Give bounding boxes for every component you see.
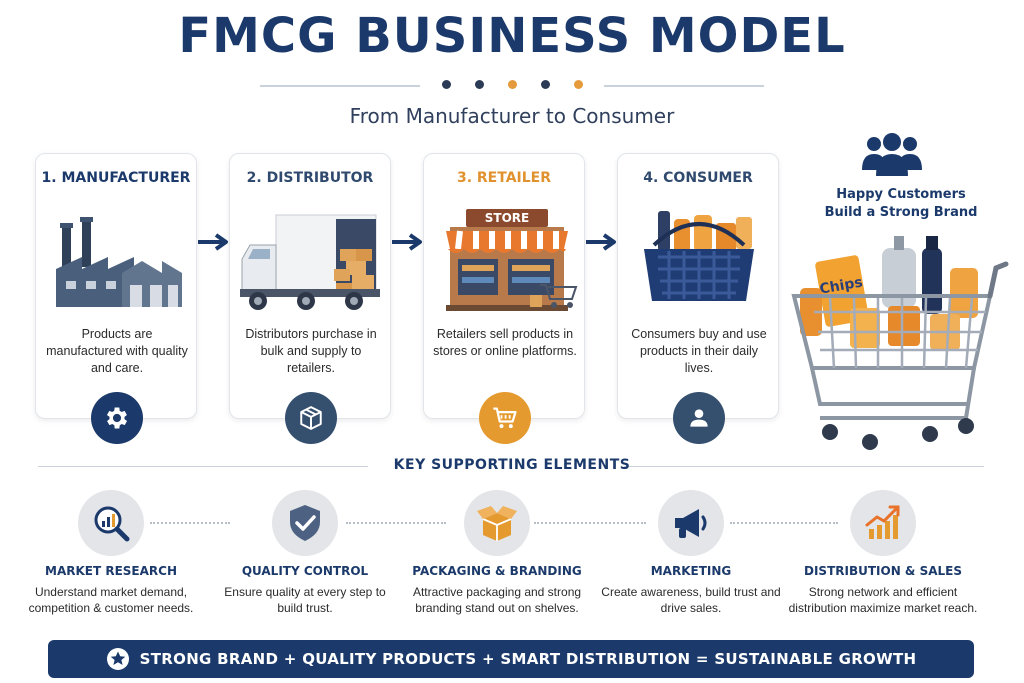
step-description: Products are manufactured with quality a…	[46, 327, 188, 375]
step-title: 2. DISTRIBUTOR	[246, 170, 374, 186]
element-description: Create awareness, build trust and drive …	[601, 585, 781, 615]
arrow-right-icon	[198, 233, 228, 251]
connector-line	[150, 522, 230, 524]
step-description: Consumers buy and use products in their …	[631, 327, 767, 375]
shopping-basket-icon	[644, 211, 754, 301]
element-description: Ensure quality at every step to build tr…	[224, 585, 386, 615]
store-icon: STORE	[446, 209, 578, 311]
page-subtitle: From Manufacturer to Consumer	[349, 104, 675, 128]
truck-icon	[240, 214, 380, 310]
connector-line	[346, 522, 446, 524]
summary-banner: STRONG BRAND + QUALITY PRODUCTS + SMART …	[48, 640, 974, 678]
dot-4	[540, 80, 550, 89]
happy-line-2: Build a Strong Brand	[824, 205, 978, 220]
step-description: Retailers sell products in stores or onl…	[433, 327, 577, 358]
connector-line	[534, 522, 646, 524]
element-description: Understand market demand, competition & …	[28, 585, 194, 615]
happy-line-1: Happy Customers	[836, 187, 966, 202]
title-divider-right	[604, 85, 764, 87]
open-box-icon	[477, 506, 517, 541]
element-title: PACKAGING & BRANDING	[412, 564, 582, 578]
step-badge	[479, 392, 531, 444]
page-title: FMCG BUSINESS MODEL	[178, 8, 846, 64]
full-shopping-cart-icon: Chips	[791, 236, 1009, 450]
title-divider-left	[260, 85, 420, 87]
happy-customers-caption: Happy Customers Build a Strong Brand	[806, 186, 996, 222]
element-description: Strong network and efficient distributio…	[788, 585, 978, 615]
dot-1	[441, 80, 451, 89]
step-title: 3. RETAILER	[456, 170, 552, 186]
title-dots	[0, 80, 1024, 89]
step-card-consumer: 4. CONSUMER Consumers buy and use produc…	[617, 153, 779, 444]
box-icon	[300, 406, 322, 430]
step-title: 1. MANUFACTURER	[41, 170, 191, 186]
arrow-right-icon	[392, 233, 422, 251]
dot-5	[573, 80, 583, 89]
gear-icon	[106, 407, 128, 429]
dot-3	[507, 80, 517, 89]
step-badge	[673, 392, 725, 444]
user-icon	[690, 409, 708, 427]
cart-icon	[493, 407, 517, 429]
magnifier-chart-icon	[94, 506, 130, 542]
people-group-icon	[862, 133, 922, 176]
arrow-right-icon	[586, 233, 616, 251]
element-description: Attractive packaging and strong branding…	[412, 585, 582, 615]
element-title: QUALITY CONTROL	[241, 564, 369, 578]
store-sign-text: STORE	[485, 211, 529, 225]
connector-line	[730, 522, 838, 524]
star-icon	[106, 648, 129, 670]
step-card-retailer: 3. RETAILER STORE Retailers sell product…	[423, 153, 585, 444]
element-title: DISTRIBUTION & SALES	[804, 564, 962, 578]
chips-label: Chips	[818, 274, 864, 297]
element-title: MARKET RESEARCH	[45, 564, 177, 578]
megaphone-icon	[675, 509, 707, 538]
element-icon-wrap	[850, 490, 916, 556]
step-title: 4. CONSUMER	[643, 170, 753, 186]
growth-chart-icon	[865, 505, 900, 539]
element-icon-wrap	[464, 490, 530, 556]
element-icon-wrap	[658, 490, 724, 556]
factory-icon	[56, 217, 182, 307]
step-description: Distributors purchase in bulk and supply…	[245, 327, 377, 375]
element-icon-wrap	[78, 490, 144, 556]
element-icon-wrap	[272, 490, 338, 556]
banner-text: STRONG BRAND + QUALITY PRODUCTS + SMART …	[139, 650, 917, 668]
key-divider-left	[38, 466, 368, 467]
step-badge	[91, 392, 143, 444]
step-badge	[285, 392, 337, 444]
section-title: KEY SUPPORTING ELEMENTS	[393, 457, 631, 473]
dot-2	[474, 80, 484, 89]
shield-check-icon	[290, 505, 320, 541]
step-card-distributor: 2. DISTRIBUTOR Distributors purchase in …	[229, 153, 391, 444]
step-card-manufacturer: 1. MANUFACTURER Products are manufacture…	[35, 153, 197, 444]
key-divider-right	[624, 466, 984, 467]
element-title: MARKETING	[650, 564, 732, 578]
